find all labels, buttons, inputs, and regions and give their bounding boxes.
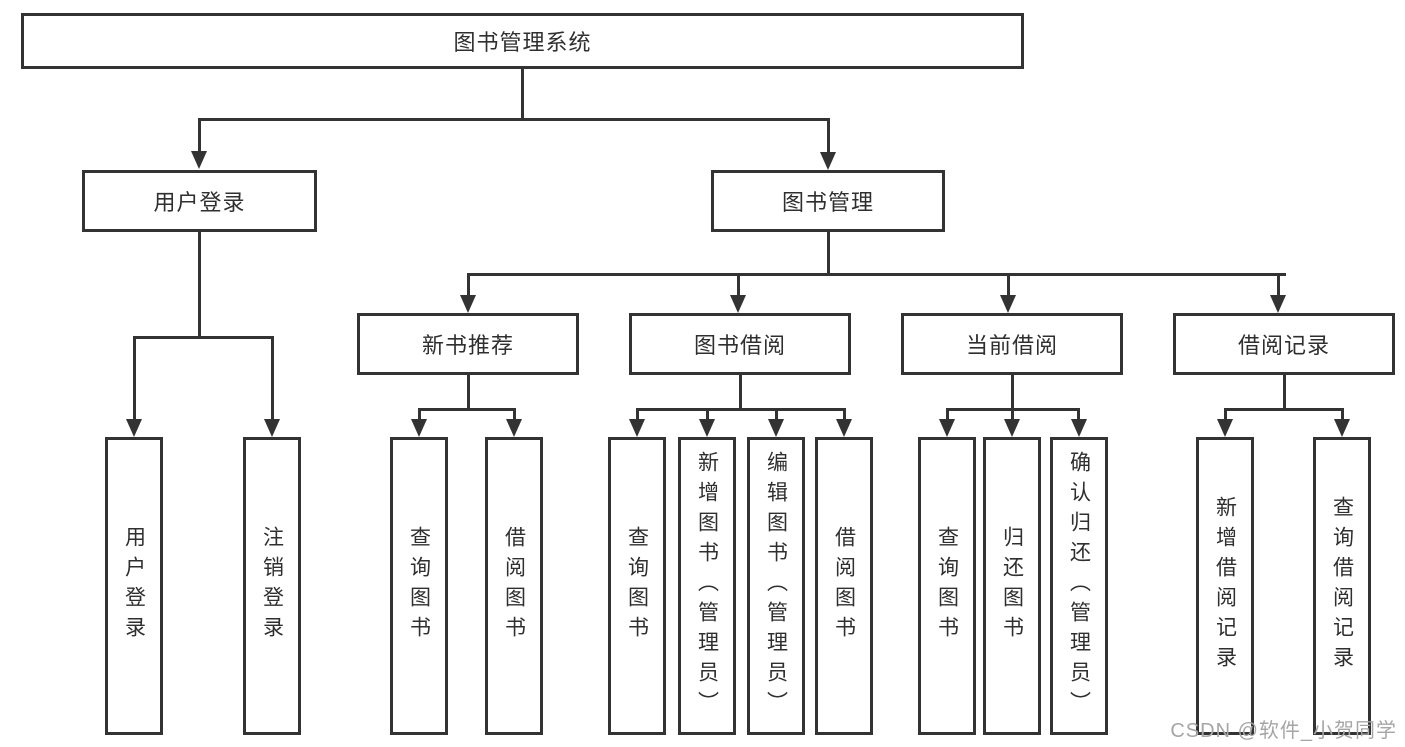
node-leaf-query-borrow-record-label: 查询借阅记录 xyxy=(1330,496,1354,676)
node-book-management: 图书管理 xyxy=(711,170,945,232)
node-leaf-query-books-recommend: 查询图书 xyxy=(390,437,448,735)
watermark: CSDN @软件_小贺同学 xyxy=(1170,720,1397,742)
node-leaf-return-book-label: 归还图书 xyxy=(1000,526,1024,646)
node-borrow-records: 借阅记录 xyxy=(1173,313,1395,375)
arrow-down-icon xyxy=(506,419,522,437)
node-leaf-query-books-current-label: 查询图书 xyxy=(935,526,959,646)
node-borrow-records-label: 借阅记录 xyxy=(1237,333,1330,358)
connector-line xyxy=(737,273,740,295)
node-leaf-add-book-admin: 新增图书（管理员） xyxy=(678,437,736,735)
node-leaf-borrow-books: 借阅图书 xyxy=(815,437,873,735)
connector-line xyxy=(418,408,421,419)
connector-line xyxy=(827,232,830,273)
connector-line xyxy=(133,336,274,339)
node-new-book-recommend: 新书推荐 xyxy=(357,313,579,375)
arrow-down-icon xyxy=(629,419,645,437)
node-leaf-edit-book-admin: 编辑图书（管理员） xyxy=(747,437,805,735)
arrow-down-icon xyxy=(820,152,836,170)
arrow-down-icon xyxy=(191,151,207,169)
connector-line xyxy=(1007,273,1010,295)
arrow-down-icon xyxy=(1270,295,1286,313)
connector-line xyxy=(1011,408,1014,419)
connector-line xyxy=(1224,408,1227,419)
arrow-down-icon xyxy=(1004,419,1020,437)
node-leaf-return-book: 归还图书 xyxy=(983,437,1041,735)
node-leaf-add-book-admin-label: 新增图书（管理员） xyxy=(695,451,719,721)
connector-line xyxy=(418,408,516,411)
node-leaf-add-borrow-record-label: 新增借阅记录 xyxy=(1213,496,1237,676)
node-leaf-borrow-books-recommend-label: 借阅图书 xyxy=(502,526,526,646)
connector-line xyxy=(636,408,845,411)
connector-line xyxy=(198,232,201,336)
node-leaf-add-borrow-record: 新增借阅记录 xyxy=(1196,437,1254,735)
arrow-down-icon xyxy=(1217,419,1233,437)
connector-line xyxy=(467,375,470,408)
node-leaf-borrow-books-label: 借阅图书 xyxy=(832,526,856,646)
node-book-borrow-label: 图书借阅 xyxy=(693,333,786,358)
connector-line xyxy=(843,408,846,419)
arrow-down-icon xyxy=(460,295,476,313)
arrow-down-icon xyxy=(699,419,715,437)
node-leaf-confirm-return-admin: 确认归还（管理员） xyxy=(1050,437,1108,735)
connector-line xyxy=(1341,408,1344,419)
node-book-borrow: 图书借阅 xyxy=(629,313,851,375)
arrow-down-icon xyxy=(836,419,852,437)
connector-line xyxy=(513,408,516,419)
node-leaf-query-books-borrow-label: 查询图书 xyxy=(625,526,649,646)
connector-line xyxy=(1077,408,1080,419)
connector-line xyxy=(1283,375,1286,408)
node-book-management-label: 图书管理 xyxy=(781,190,874,215)
arrow-down-icon xyxy=(1000,295,1016,313)
connector-line xyxy=(271,336,274,419)
connector-line xyxy=(133,336,136,419)
arrow-down-icon xyxy=(411,419,427,437)
node-root-label: 图书管理系统 xyxy=(453,30,592,55)
node-leaf-user-login-label: 用户登录 xyxy=(122,526,146,646)
node-leaf-logout: 注销登录 xyxy=(243,437,301,735)
arrow-down-icon xyxy=(1071,419,1087,437)
connector-line xyxy=(827,118,830,153)
node-leaf-logout-label: 注销登录 xyxy=(260,526,284,646)
connector-line xyxy=(467,273,1286,276)
node-leaf-borrow-books-recommend: 借阅图书 xyxy=(485,437,543,735)
connector-line xyxy=(521,69,524,118)
node-leaf-query-borrow-record: 查询借阅记录 xyxy=(1313,437,1371,735)
connector-line xyxy=(739,375,742,408)
arrow-down-icon xyxy=(1334,419,1350,437)
node-leaf-query-books-current: 查询图书 xyxy=(918,437,976,735)
connector-line xyxy=(1277,273,1280,295)
arrow-down-icon xyxy=(730,295,746,313)
connector-line xyxy=(1224,408,1344,411)
connector-line xyxy=(1011,375,1014,408)
connector-line xyxy=(198,118,201,153)
arrow-down-icon xyxy=(126,419,142,437)
node-leaf-edit-book-admin-label: 编辑图书（管理员） xyxy=(764,451,788,721)
connector-line xyxy=(706,408,709,419)
arrow-down-icon xyxy=(768,419,784,437)
node-leaf-query-books-borrow: 查询图书 xyxy=(608,437,666,735)
connector-line xyxy=(467,273,470,295)
node-current-borrow: 当前借阅 xyxy=(901,313,1123,375)
arrow-down-icon xyxy=(939,419,955,437)
node-new-book-recommend-label: 新书推荐 xyxy=(421,333,514,358)
arrow-down-icon xyxy=(264,419,280,437)
connector-line xyxy=(775,408,778,419)
connector-line xyxy=(198,118,830,121)
node-root: 图书管理系统 xyxy=(21,13,1024,69)
connector-line xyxy=(946,408,949,419)
node-current-borrow-label: 当前借阅 xyxy=(965,333,1058,358)
node-leaf-query-books-recommend-label: 查询图书 xyxy=(407,526,431,646)
node-user-login: 用户登录 xyxy=(82,170,317,232)
node-user-login-label: 用户登录 xyxy=(153,190,246,215)
node-leaf-confirm-return-admin-label: 确认归还（管理员） xyxy=(1067,451,1091,721)
connector-line xyxy=(636,408,639,419)
node-leaf-user-login: 用户登录 xyxy=(105,437,163,735)
